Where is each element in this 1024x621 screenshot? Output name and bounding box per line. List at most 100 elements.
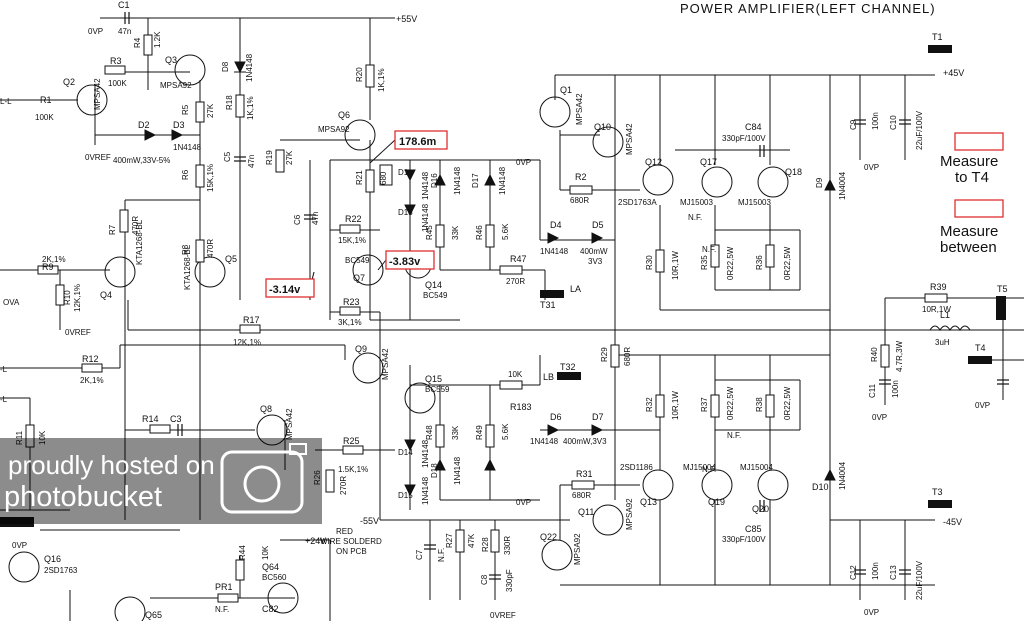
label-q15-part: BC559 xyxy=(425,385,450,394)
label-d5b-val: 3V3 xyxy=(588,257,603,266)
measurement-r21: 178.6m xyxy=(399,136,437,148)
legend-between-line1: Measure xyxy=(940,223,998,240)
photobucket-watermark: proudly hosted on photobucket xyxy=(0,438,322,524)
label-r31-val: 680R xyxy=(572,491,591,500)
label-nf-2: N.F. xyxy=(702,245,716,254)
label-d5-val: 400mW xyxy=(580,247,608,256)
camera-icon xyxy=(220,450,304,514)
label-r9-val: 2K,1% xyxy=(42,255,66,264)
label-q18-part: MJ15003 xyxy=(738,198,771,207)
label-r12-val: 2K,1% xyxy=(80,376,104,385)
label-r26: R26 xyxy=(313,470,322,485)
label-r40: R40 xyxy=(870,347,879,362)
rail-pos-label: +55V xyxy=(396,14,417,24)
label-r10: R10 xyxy=(63,290,72,305)
label-c85-val: 330pF/100V xyxy=(722,535,766,544)
terminal-t5: T5 xyxy=(997,284,1008,294)
label-d10: D10 xyxy=(812,482,829,492)
label-q8: Q8 xyxy=(260,404,272,414)
label-r45: R45 xyxy=(425,225,434,240)
ref-0vp-1: 0VP xyxy=(88,27,103,36)
label-r35-val: 0R22,5W xyxy=(726,246,735,280)
label-d7-val: 400mW,3V3 xyxy=(563,437,607,446)
ref-0vp-2: 0VP xyxy=(516,158,531,167)
label-d2: D2 xyxy=(138,120,150,130)
label-d7: D7 xyxy=(592,412,604,422)
label-c7: C7 xyxy=(415,549,424,560)
label-c10: C10 xyxy=(889,115,898,130)
label-q18: Q18 xyxy=(785,167,802,177)
label-l1: L1 xyxy=(940,310,950,320)
label-r19-val: 27K xyxy=(285,150,294,165)
label-d17-val: 1N4148 xyxy=(453,456,462,485)
label-q11-part: MPSA92 xyxy=(625,498,634,530)
label-d9: D9 xyxy=(815,177,824,188)
label-d3: D3 xyxy=(173,120,185,130)
measurement-q7-emitter: -3.14v xyxy=(269,284,301,296)
label-r19: R19 xyxy=(265,150,274,165)
label-nf-3: N.F. xyxy=(727,431,741,440)
note-line1: RED xyxy=(336,527,353,536)
label-q16-part: 2SD1763 xyxy=(44,566,78,575)
label-r6-val: 15K,1% xyxy=(206,164,215,192)
label-d14-val: 1N4148 xyxy=(421,476,430,505)
label-r11-val: 10K xyxy=(38,430,47,445)
label-nf-1: N.F. xyxy=(688,213,702,222)
label-q64: Q64 xyxy=(262,562,279,572)
terminal-la: LA xyxy=(570,284,581,294)
label-d16-val: 1N4148 xyxy=(498,166,507,195)
label-c5: C5 xyxy=(223,151,232,162)
label-c11: C11 xyxy=(868,383,877,398)
label-c5-val: 47n xyxy=(247,155,256,168)
label-d14: D15 xyxy=(398,491,413,500)
legend-swatch-between xyxy=(954,199,1004,218)
label-r21-val: 680 xyxy=(379,171,388,185)
label-r35: R35 xyxy=(700,255,709,270)
label-r1-val: 100K xyxy=(35,113,54,122)
inductor-symbol xyxy=(929,325,971,331)
label-r7: R7 xyxy=(108,224,117,235)
ref-ova: OVA xyxy=(3,298,20,307)
label-nf-4: N.F. xyxy=(702,465,716,474)
label-d12-val: 1N4148 xyxy=(421,203,430,232)
measurement-q7-base: -3.83v xyxy=(389,256,421,268)
label-d12: D13 xyxy=(398,208,413,217)
label-r32-val: 10R,1W xyxy=(671,391,680,420)
label-r25-val: 1.5K,1% xyxy=(338,465,368,474)
label-r26-val: 270R xyxy=(339,476,348,495)
label-c84-val: 330pF/100V xyxy=(722,134,766,143)
ref-0vp-8: 0VP xyxy=(12,541,27,550)
label-d1-val: 1N4148 xyxy=(421,171,430,200)
legend-t4-line1: Measure xyxy=(940,153,998,170)
input-l1: L-L xyxy=(0,97,12,106)
label-q1-part: MPSA42 xyxy=(575,93,584,125)
terminal-t2: T2 xyxy=(2,516,13,526)
watermark-line2: photobucket xyxy=(4,481,162,513)
label-q11: Q11 xyxy=(578,507,594,517)
label-d9-val: 1N4004 xyxy=(838,171,847,200)
label-q20-part: MJ15004 xyxy=(740,463,773,472)
label-c1: C1 xyxy=(118,0,130,10)
label-q17: Q17 xyxy=(700,157,717,167)
label-d4-val: 1N4148 xyxy=(540,247,569,256)
label-r183-val: N.F. xyxy=(215,605,229,614)
transistor-symbols xyxy=(8,54,789,621)
label-r48: R48 xyxy=(425,425,434,440)
label-c10-val: 22uF/100V xyxy=(915,110,924,150)
label-r27: R27 xyxy=(445,533,454,548)
input-l2: -L xyxy=(0,365,8,374)
label-r23-val: 3K,1% xyxy=(338,318,362,327)
label-c7-val: N.F. xyxy=(437,548,446,562)
label-d3-val: 1N4148 xyxy=(173,143,202,152)
label-r47-val: 270R xyxy=(506,277,525,286)
label-q16: Q16 xyxy=(44,554,61,564)
label-r3-val: 100K xyxy=(108,79,127,88)
label-r37: R37 xyxy=(700,397,709,412)
label-r40-val: 4.7R,3W xyxy=(895,340,904,372)
label-c1-val: 47n xyxy=(118,27,131,36)
label-c12: C12 xyxy=(849,565,858,580)
label-c82: C82 xyxy=(262,604,279,614)
label-q9-part: MPSA42 xyxy=(381,348,390,380)
label-r20-val: 1K,1% xyxy=(377,68,386,92)
ref-0vp-6: 0VP xyxy=(872,413,887,422)
